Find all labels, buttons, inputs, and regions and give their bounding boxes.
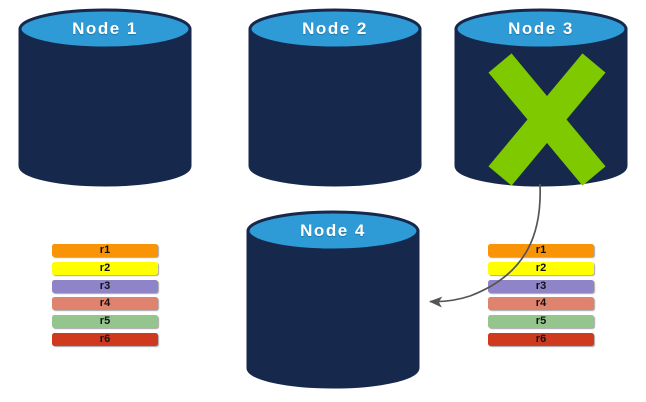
node-2[interactable]: Node 2r1r2r3r4r5r6 xyxy=(248,8,422,346)
cylinder-body xyxy=(246,229,420,389)
node-1-row-r1[interactable]: r1 xyxy=(52,244,158,257)
node-3-row-r6[interactable]: r6 xyxy=(488,333,594,346)
cylinder-body xyxy=(454,27,628,187)
cylinder-shape xyxy=(18,8,192,187)
node-3-row-r2[interactable]: r2 xyxy=(488,261,594,275)
cylinder-body xyxy=(18,27,192,187)
cylinder-top xyxy=(246,210,420,252)
cylinder-shape xyxy=(454,8,628,187)
node-3-row-r4[interactable]: r4 xyxy=(488,297,594,311)
node-1-row-r6[interactable]: r6 xyxy=(52,333,158,346)
cylinder-shape xyxy=(248,8,422,187)
node-3-row-r1[interactable]: r1 xyxy=(488,244,594,257)
cylinder-top xyxy=(248,8,422,50)
cylinder-top xyxy=(18,8,192,50)
node-1-row-r5[interactable]: r5 xyxy=(52,315,158,329)
node-3-row-r3[interactable]: r3 xyxy=(488,279,594,293)
node-3-row-r5[interactable]: r5 xyxy=(488,315,594,329)
node-1-row-r2[interactable]: r2 xyxy=(52,261,158,275)
cylinder-body xyxy=(248,27,422,187)
node-1-row-r3[interactable]: r3 xyxy=(52,279,158,293)
node-1-row-r4[interactable]: r4 xyxy=(52,297,158,311)
cylinder-top xyxy=(454,8,628,50)
node-4[interactable]: Node 4r1r2r3r4r5r6 xyxy=(246,210,420,390)
cylinder-shape xyxy=(246,210,420,389)
